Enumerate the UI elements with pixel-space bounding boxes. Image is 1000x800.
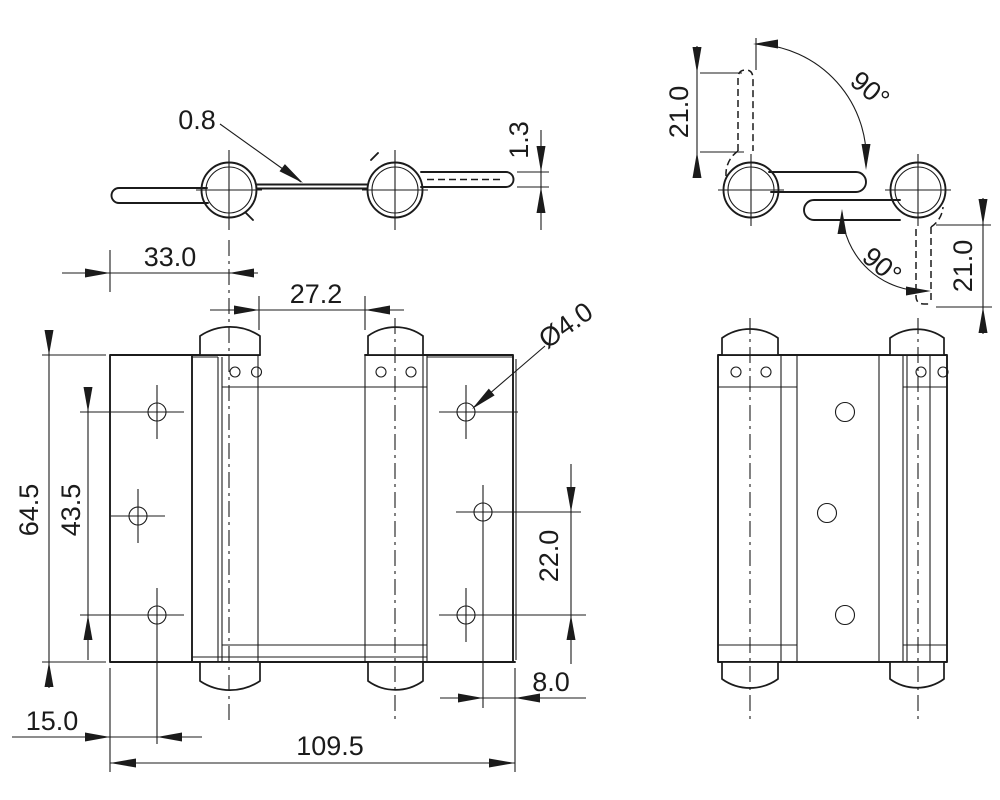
leaf-plates-outline bbox=[109, 354, 516, 663]
dim-label-leaf-width: 33.0 bbox=[144, 242, 197, 272]
dim-label-swing-angle-upper: 90° bbox=[845, 65, 896, 114]
top-cap-right bbox=[889, 328, 945, 356]
dim-label-hole-row-span: 43.5 bbox=[56, 484, 86, 537]
dimension-21-0-right: 21.0 bbox=[936, 198, 992, 334]
barrel-crosshairs bbox=[718, 154, 951, 226]
dimension-hole-dia: Ø4.0 bbox=[472, 296, 598, 409]
dim-label-leaf-thickness: 1.3 bbox=[504, 121, 534, 159]
dim-label-knuckle-gap: 27.2 bbox=[290, 279, 343, 309]
dim-label-hole-edge-left: 15.0 bbox=[26, 706, 79, 736]
mounting-holes-left-leaf bbox=[80, 385, 184, 744]
dim-label-overall-width: 109.5 bbox=[296, 731, 364, 761]
dim-label-swing-height-right: 21.0 bbox=[948, 240, 978, 293]
front-view-closed bbox=[717, 318, 949, 720]
band-lines bbox=[192, 356, 513, 658]
lower-center-plate bbox=[803, 199, 901, 221]
band-lines bbox=[718, 386, 947, 646]
left-leaf-profile bbox=[110, 187, 209, 204]
mounting-hole bbox=[816, 502, 838, 524]
right-wrap-notch bbox=[370, 152, 379, 161]
dimension-8-0: 8.0 bbox=[440, 667, 586, 772]
dimension-angle-upper: 90° bbox=[753, 38, 895, 170]
dim-label-web-thickness: 0.8 bbox=[178, 105, 216, 135]
pin-screw-hole bbox=[730, 366, 742, 378]
dim-label-swing-height-left: 21.0 bbox=[664, 86, 694, 139]
pin-screw-hole bbox=[229, 366, 241, 378]
mounting-holes-right-leaf bbox=[439, 385, 586, 708]
barrel-crosshairs bbox=[196, 150, 428, 230]
dim-label-hole-offset-right: 22.0 bbox=[534, 530, 564, 583]
dimension-22-0: 22.0 bbox=[534, 464, 576, 664]
body-outline bbox=[717, 354, 948, 663]
dimension-109-5: 109.5 bbox=[110, 731, 515, 768]
dim-label-swing-angle-lower: 90° bbox=[857, 241, 908, 290]
dimension-64-5: 64.5 bbox=[14, 330, 106, 688]
barrel-centerlines bbox=[749, 318, 919, 720]
dimension-1-3: 1.3 bbox=[504, 121, 549, 230]
dim-label-plate-height: 64.5 bbox=[14, 484, 44, 537]
mounting-hole bbox=[834, 401, 856, 423]
dimension-angle-lower: 90° bbox=[837, 209, 931, 296]
upper-center-plate bbox=[768, 171, 867, 193]
bottom-cap-left bbox=[199, 661, 261, 691]
top-cap-left bbox=[721, 328, 779, 356]
right-leaf-wrap-dashed bbox=[930, 206, 944, 228]
right-leaf-swung-down-dashed bbox=[915, 227, 932, 305]
pin-screw-hole bbox=[915, 366, 927, 378]
pin-screw-hole bbox=[937, 366, 949, 378]
column-lines bbox=[780, 355, 931, 662]
barrel-centerlines bbox=[228, 240, 396, 720]
center-web bbox=[256, 183, 368, 190]
top-view-closed bbox=[110, 150, 515, 230]
dimension-33-0: 33.0 bbox=[62, 242, 258, 292]
pin-screw-hole bbox=[250, 366, 263, 378]
top-cap-left bbox=[199, 326, 261, 356]
side-view-open bbox=[718, 69, 951, 305]
dimension-15-0: 15.0 bbox=[12, 668, 202, 772]
bottom-cap-right bbox=[889, 661, 945, 689]
mounting-hole bbox=[834, 604, 856, 626]
left-leaf-swung-up-dashed bbox=[737, 69, 754, 151]
right-leaf-profile bbox=[420, 171, 515, 188]
knuckle-column-lines bbox=[217, 355, 517, 662]
pin-screw-hole bbox=[375, 366, 387, 378]
left-wrap-notch bbox=[245, 212, 254, 221]
dimension-43-5: 43.5 bbox=[56, 387, 93, 660]
dim-label-hole-diameter: Ø4.0 bbox=[533, 296, 598, 354]
dimension-27-2: 27.2 bbox=[210, 279, 404, 330]
pin-screw-hole bbox=[760, 366, 772, 378]
dim-label-hole-edge-right: 8.0 bbox=[532, 667, 570, 697]
pin-screw-hole bbox=[405, 366, 417, 378]
dimension-0-8: 0.8 bbox=[178, 105, 303, 183]
dimension-21-0-left: 21.0 bbox=[664, 46, 744, 178]
front-view-open bbox=[80, 240, 586, 744]
